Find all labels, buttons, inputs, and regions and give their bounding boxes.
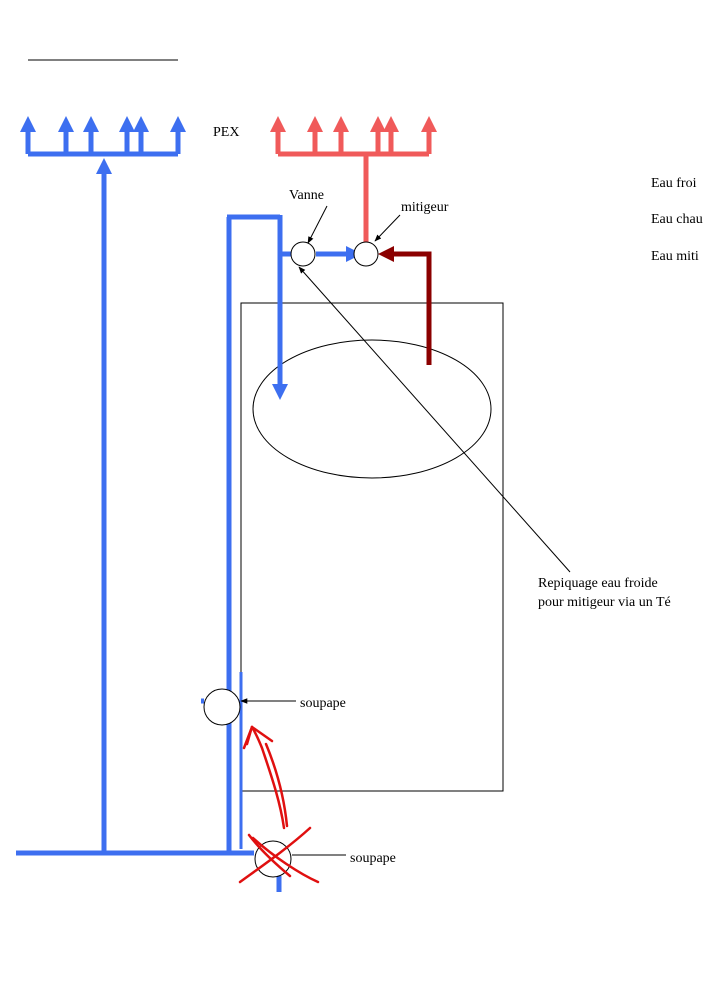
legend-mixed-water: Eau miti bbox=[651, 249, 699, 264]
pointer-lines bbox=[240, 205, 571, 856]
legend-cold-water: Eau froi bbox=[651, 176, 697, 191]
soupape-label-top: soupape bbox=[300, 696, 346, 711]
repiquage-label-line1: Repiquage eau froide bbox=[538, 576, 658, 591]
mitigeur-label: mitigeur bbox=[401, 200, 449, 215]
mitigeur-valve bbox=[353, 241, 379, 267]
cold-pipes bbox=[16, 214, 363, 892]
vanne-label: Vanne bbox=[289, 188, 324, 203]
heater-ellipse bbox=[252, 339, 492, 479]
hot-pipe bbox=[377, 245, 432, 365]
water-heater-tank bbox=[240, 302, 504, 792]
cold-manifold bbox=[19, 115, 187, 853]
red-arrow-annotation bbox=[242, 725, 289, 830]
legend-hot-water: Eau chau bbox=[651, 212, 703, 227]
soupape-label-bottom: soupape bbox=[350, 851, 396, 866]
soupape-valve-top bbox=[203, 688, 241, 726]
repiquage-label-line2: pour mitigeur via un Té bbox=[538, 595, 671, 610]
vanne-valve bbox=[290, 241, 316, 267]
mixed-manifold bbox=[269, 115, 438, 242]
pex-label: PEX bbox=[213, 125, 239, 140]
red-cross-annotation bbox=[238, 826, 320, 884]
